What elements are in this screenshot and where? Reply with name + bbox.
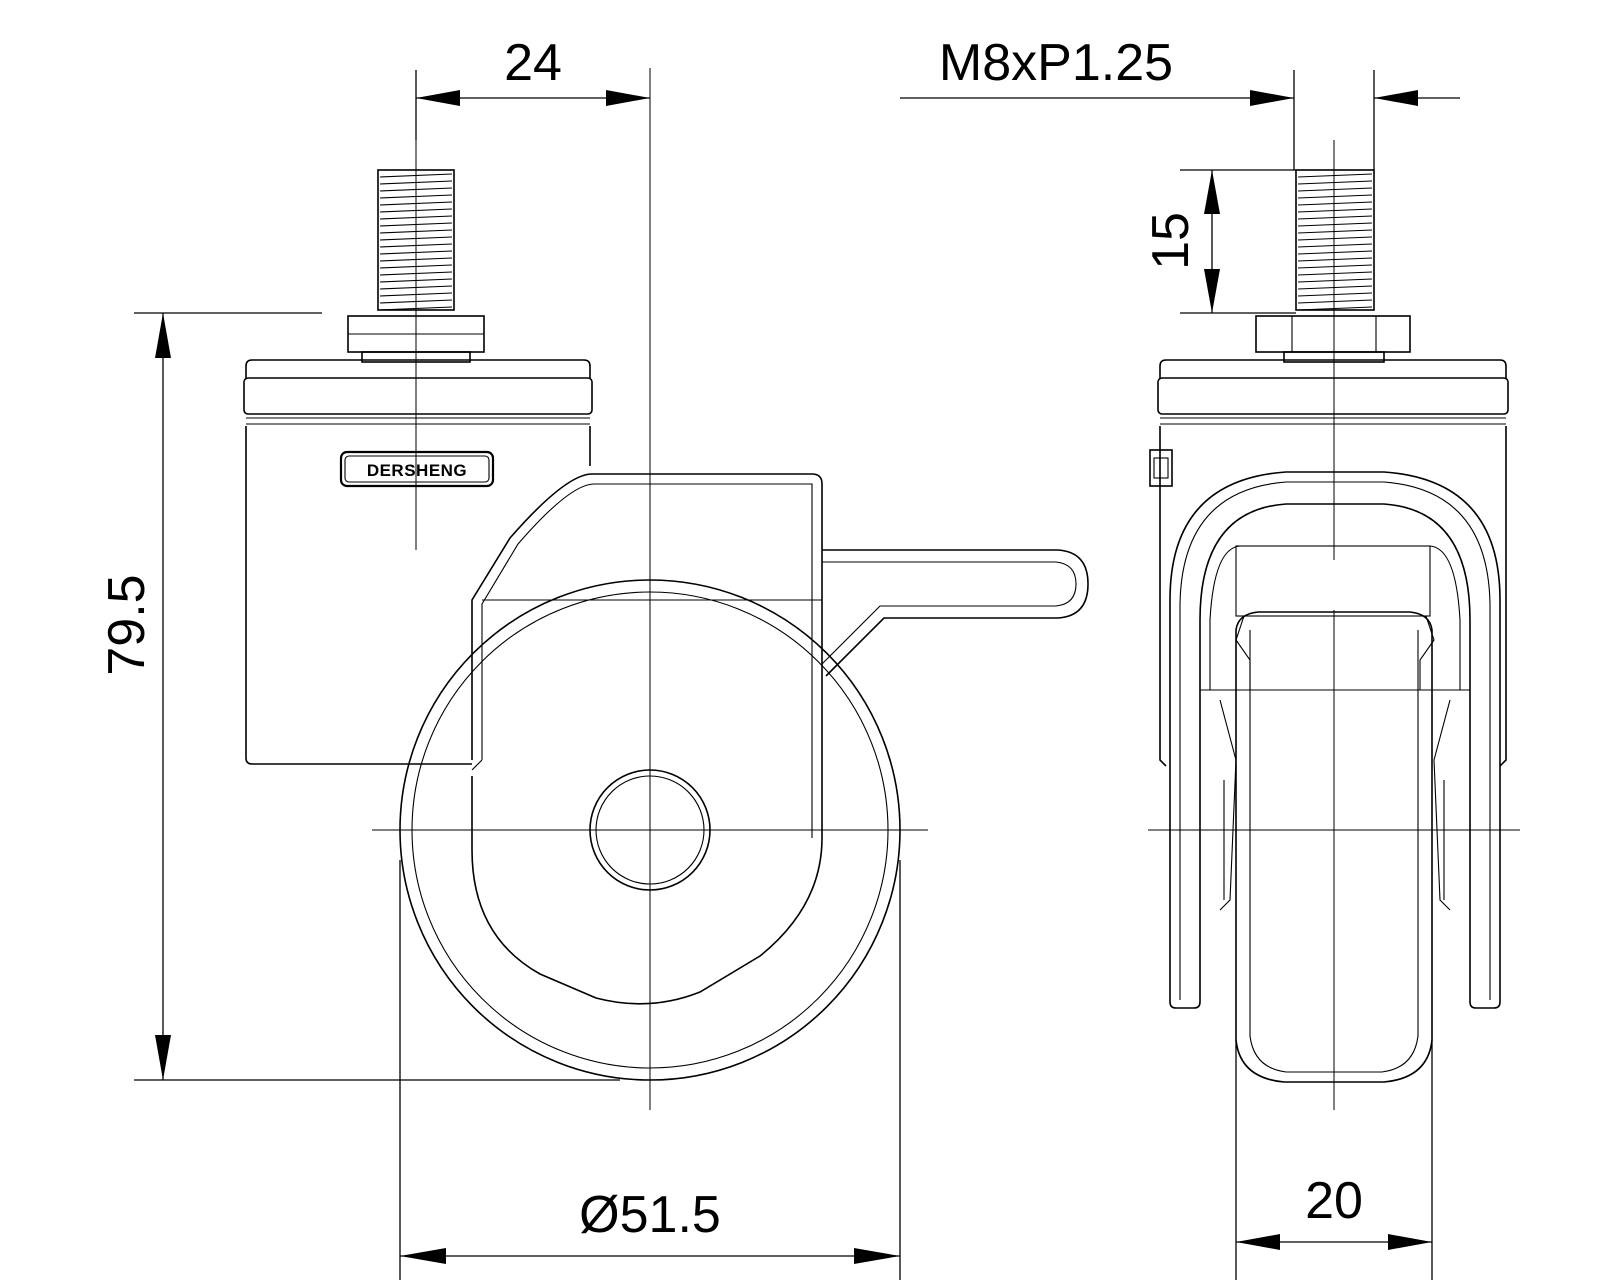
thread-line bbox=[1297, 285, 1373, 290]
front-view: M8xP1.25 15 20 bbox=[900, 34, 1520, 1280]
thread-line bbox=[1297, 271, 1373, 276]
thread-line bbox=[1297, 201, 1373, 206]
thread-line bbox=[1297, 229, 1373, 234]
thread-line bbox=[1297, 264, 1373, 269]
thread-line bbox=[1297, 292, 1373, 297]
dimension-offset-label: 24 bbox=[504, 34, 562, 92]
dimension-offset: 24 bbox=[415, 34, 650, 140]
thread-line bbox=[1297, 194, 1373, 199]
side-center-lines bbox=[372, 68, 928, 1110]
brand-label: DERSHENG bbox=[367, 461, 467, 480]
dimension-diameter-label: Ø51.5 bbox=[579, 1186, 721, 1244]
front-hex-nut bbox=[1255, 315, 1411, 363]
side-view: DERSHENG bbox=[98, 34, 1089, 1280]
dimension-thread: M8xP1.25 bbox=[900, 34, 1460, 170]
dimension-diameter: Ø51.5 bbox=[399, 860, 901, 1280]
side-swivel-body bbox=[245, 426, 591, 765]
dimension-width: 20 bbox=[1235, 1040, 1433, 1280]
thread-line bbox=[1297, 173, 1373, 178]
thread-line bbox=[1297, 187, 1373, 192]
dimension-thread-length: 15 bbox=[1142, 169, 1296, 314]
side-top-plate bbox=[243, 359, 593, 425]
front-fork bbox=[1169, 471, 1501, 1009]
thread-line bbox=[1297, 243, 1373, 248]
front-top-plate bbox=[1149, 359, 1509, 767]
thread-line bbox=[1297, 208, 1373, 213]
front-threaded-stem bbox=[1295, 169, 1375, 311]
thread-line bbox=[1297, 257, 1373, 262]
thread-line bbox=[1297, 250, 1373, 255]
dimension-thread-label: M8xP1.25 bbox=[939, 34, 1173, 92]
thread-line bbox=[1297, 236, 1373, 241]
dimension-height: 79.5 bbox=[98, 312, 620, 1081]
side-fork bbox=[471, 473, 823, 1005]
thread-line bbox=[1297, 306, 1373, 311]
brake-lever bbox=[821, 549, 1089, 677]
dimension-width-label: 20 bbox=[1305, 1172, 1363, 1230]
thread-line bbox=[1297, 278, 1373, 283]
dimension-height-label: 79.5 bbox=[98, 574, 156, 675]
thread-line bbox=[1297, 215, 1373, 220]
brand-badge: DERSHENG bbox=[339, 450, 495, 488]
thread-line bbox=[1297, 180, 1373, 185]
dimension-thread-length-label: 15 bbox=[1142, 212, 1200, 270]
thread-line bbox=[1297, 222, 1373, 227]
front-center-lines bbox=[1148, 140, 1520, 1110]
thread-line bbox=[1297, 299, 1373, 304]
